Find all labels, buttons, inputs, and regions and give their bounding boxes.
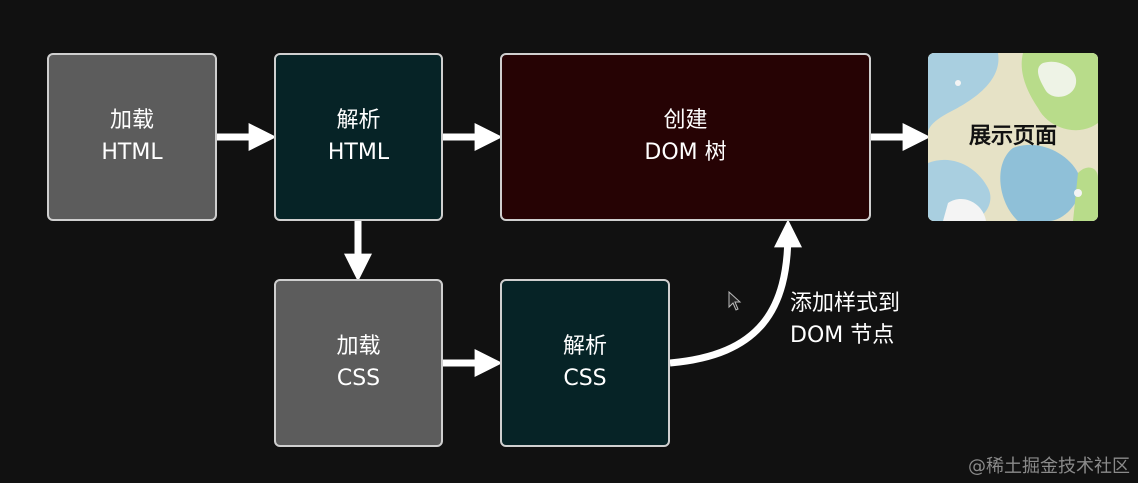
parse-html-box: 解析 HTML (274, 53, 443, 221)
edge-label-line1: 添加样式到 (790, 291, 901, 316)
create-dom-line2: DOM 树 (644, 140, 727, 165)
load-html-box: 加载 HTML (47, 53, 217, 221)
edge-label-line2: DOM 节点 (790, 323, 895, 348)
load-css-line2: CSS (336, 366, 381, 391)
parse-css-line2: CSS (563, 366, 607, 391)
parse-html-line2: HTML (327, 140, 390, 165)
load-css-box: 加载 CSS (274, 279, 443, 447)
parse-html-line1: 解析 (336, 108, 381, 133)
parse-css-line1: 解析 (562, 334, 607, 359)
load-css-line1: 加载 (336, 334, 381, 359)
watermark: @稀土掘金技术社区 (968, 456, 1130, 477)
create-dom-line1: 创建 (663, 108, 708, 133)
mouse-pointer-icon (728, 291, 742, 311)
parse-css-box: 解析 CSS (500, 279, 670, 447)
show-page-box: 展示页面 (928, 53, 1098, 221)
arrow-parse-css-to-dom (669, 219, 802, 367)
add-styles-edge-label: 添加样式到 DOM 节点 (790, 288, 900, 352)
create-dom-tree-box: 创建 DOM 树 (500, 53, 871, 221)
load-html-line2: HTML (101, 140, 163, 165)
show-page-label: 展示页面 (968, 124, 1057, 149)
load-html-line1: 加载 (109, 108, 154, 133)
page-preview-image (928, 53, 1098, 221)
